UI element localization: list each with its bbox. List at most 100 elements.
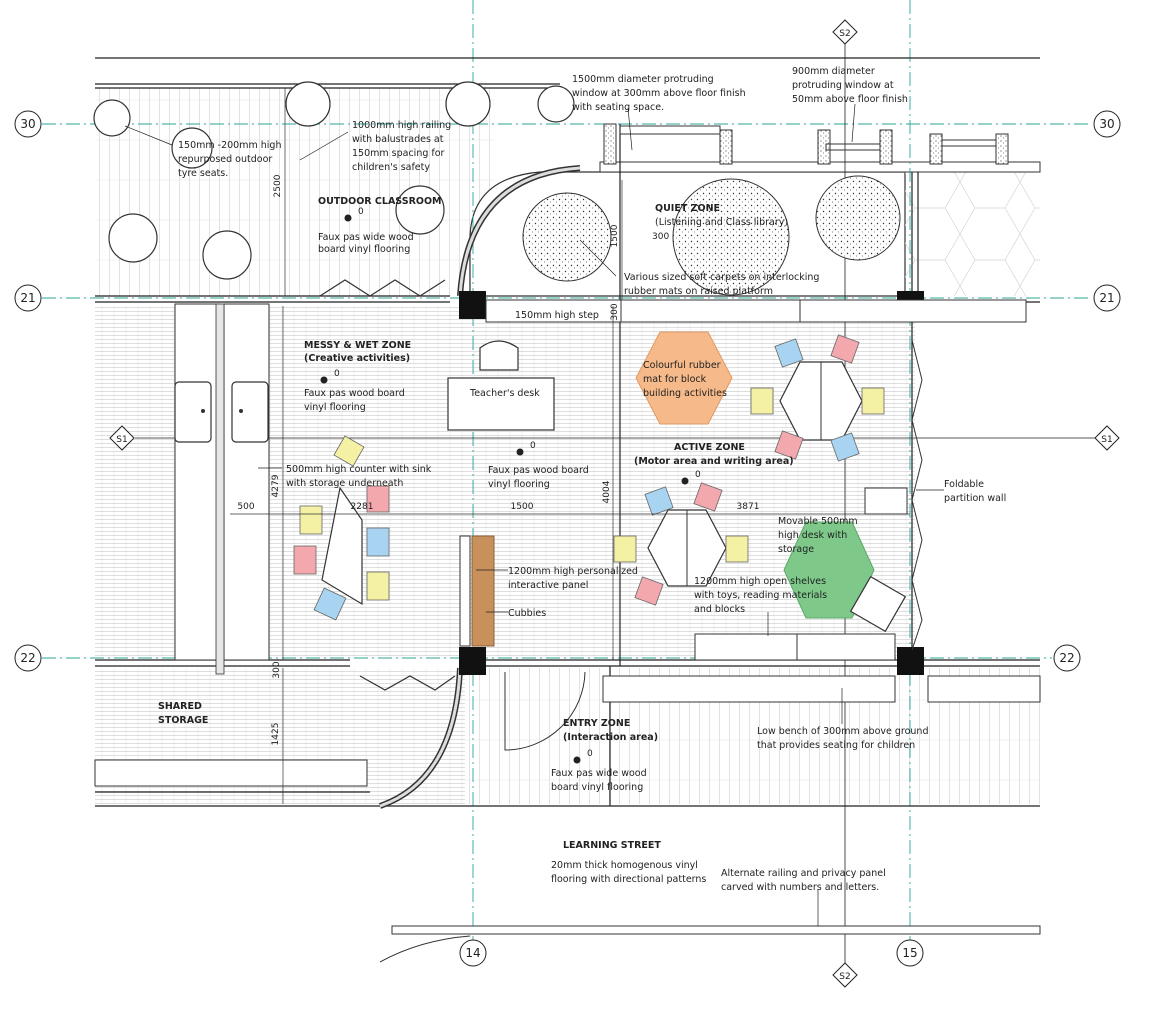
center-floor-note: Faux pas wood board xyxy=(488,465,589,476)
counter xyxy=(174,303,221,661)
note-window-900: 50mm above floor finish xyxy=(792,94,908,105)
note-rubber-mat: mat for block xyxy=(643,374,707,385)
zone-messy-sub: (Creative activities) xyxy=(304,353,410,364)
note-foldable: partition wall xyxy=(944,493,1006,504)
level-marker: 0 xyxy=(695,470,701,480)
note-railing: with balustrades at xyxy=(352,134,444,145)
dimension-300: 300 xyxy=(610,303,620,320)
note-railing: 1000mm high railing xyxy=(352,120,451,131)
zone-quiet: QUIET ZONE xyxy=(655,203,720,214)
curved-wall-storage-inner xyxy=(379,667,462,808)
level-marker: 0 xyxy=(587,749,593,759)
teachers-chair xyxy=(479,340,519,371)
note-movable-desk: high desk with xyxy=(778,530,847,541)
note-shelves: with toys, reading materials xyxy=(694,590,827,601)
cubbies xyxy=(471,535,495,647)
teachers-desk xyxy=(447,377,555,431)
note-window-900: 900mm diameter xyxy=(792,66,875,77)
note-cubbies: Cubbies xyxy=(508,608,546,619)
level-marker: 0 xyxy=(530,441,536,451)
note-tyre-seats: tyre seats. xyxy=(178,168,228,179)
note-railing: 150mm spacing for xyxy=(352,148,445,159)
entry-floor-note: board vinyl flooring xyxy=(551,782,643,793)
note-movable-desk: storage xyxy=(778,544,814,555)
note-bench: Low bench of 300mm above ground xyxy=(757,726,929,737)
column xyxy=(459,647,486,675)
section-label-s1: S1 xyxy=(116,435,127,445)
grid-bubbles xyxy=(14,110,1121,967)
storage-shelf xyxy=(94,759,368,787)
dimension-300: 300 xyxy=(272,661,282,678)
grid-label-30: 30 xyxy=(20,117,35,131)
grid-label-22: 22 xyxy=(1059,651,1074,665)
section-markers xyxy=(109,19,1120,988)
street-railing xyxy=(391,925,1041,935)
note-carpets: Various sized soft carpets on interlocki… xyxy=(624,272,819,283)
tyre-seats xyxy=(93,81,575,280)
grid-label-15: 15 xyxy=(902,946,917,960)
dimension-300: 300 xyxy=(652,232,669,242)
note-window-1500: 1500mm diameter protruding xyxy=(572,74,714,85)
open-shelves xyxy=(783,521,875,619)
counter xyxy=(223,303,270,661)
zone-learning-street: LEARNING STREET xyxy=(563,840,661,851)
zone-entry: ENTRY ZONE xyxy=(563,718,630,729)
note-window-1500: window at 300mm above floor finish xyxy=(572,88,746,99)
note-movable-desk: Movable 500mm xyxy=(778,516,858,527)
dimension-2500: 2500 xyxy=(273,174,283,197)
dimension-4279: 4279 xyxy=(271,474,281,497)
dimension-500: 500 xyxy=(237,502,254,512)
counter-divider xyxy=(215,303,225,675)
column xyxy=(897,647,924,675)
zone-shared-storage: STORAGE xyxy=(158,715,208,726)
note-step: 150mm high step xyxy=(515,310,599,321)
protruding-windows xyxy=(603,123,1009,165)
note-railing: children's safety xyxy=(352,162,430,173)
note-rubber-mat: Colourful rubber xyxy=(643,360,721,371)
zone-outdoor-classroom: OUTDOOR CLASSROOM xyxy=(318,196,442,207)
note-railing-panel: Alternate railing and privacy panel xyxy=(721,868,886,879)
note-tyre-seats: 150mm -200mm high xyxy=(178,140,281,151)
note-shelves: 1200mm high open shelves xyxy=(694,576,826,587)
outdoor-floor-note: Faux pas wide wood xyxy=(318,232,414,243)
section-label-s2: S2 xyxy=(839,972,850,982)
note-panel: interactive panel xyxy=(508,580,588,591)
dimension-lines xyxy=(230,88,910,804)
column xyxy=(459,291,486,319)
note-bench: that provides seating for children xyxy=(757,740,915,751)
foldable-box xyxy=(864,487,908,515)
rubber-mat xyxy=(635,331,733,425)
outdoor-floor-note: board vinyl flooring xyxy=(318,244,410,255)
folding-door xyxy=(359,675,456,691)
zone-quiet-sub: (Listening and Class library) xyxy=(655,217,788,228)
note-counter: with storage underneath xyxy=(286,478,403,489)
note-tyre-seats: repurposed outdoor xyxy=(178,154,272,165)
learning-street-floor: 20mm thick homogenous vinyl xyxy=(551,860,698,871)
section-label-s1: S1 xyxy=(1101,435,1112,445)
grid-label-21: 21 xyxy=(1099,291,1114,305)
low-bench xyxy=(927,675,1041,703)
zone-active-sub: (Motor area and writing area) xyxy=(634,456,794,467)
zone-shared-storage: SHARED xyxy=(158,701,202,712)
dimension-4004: 4004 xyxy=(602,480,612,503)
folding-door xyxy=(319,279,446,297)
dimension-2281: 2281 xyxy=(351,502,374,512)
zone-active: ACTIVE ZONE xyxy=(674,442,745,453)
level-marker: 0 xyxy=(334,369,340,379)
grid-label-21: 21 xyxy=(20,291,35,305)
grid-label-22: 22 xyxy=(20,651,35,665)
curved-wall-outdoor-inner xyxy=(458,166,581,297)
movable-desk xyxy=(849,575,907,633)
section-label-s2: S2 xyxy=(839,29,850,39)
messy-floor-note: vinyl flooring xyxy=(304,402,366,413)
note-window-900: protruding window at xyxy=(792,80,894,91)
note-counter: 500mm high counter with sink xyxy=(286,464,432,475)
messy-floor-note: Faux pas wood board xyxy=(304,388,405,399)
dimension-1500-h: 1500 xyxy=(511,502,534,512)
note-shelves: and blocks xyxy=(694,604,745,615)
dimension-3871: 3871 xyxy=(737,502,760,512)
open-shelves-base xyxy=(694,633,896,661)
note-rubber-mat: building activities xyxy=(643,388,727,399)
interactive-panel xyxy=(459,535,471,647)
level-markers xyxy=(320,214,689,764)
